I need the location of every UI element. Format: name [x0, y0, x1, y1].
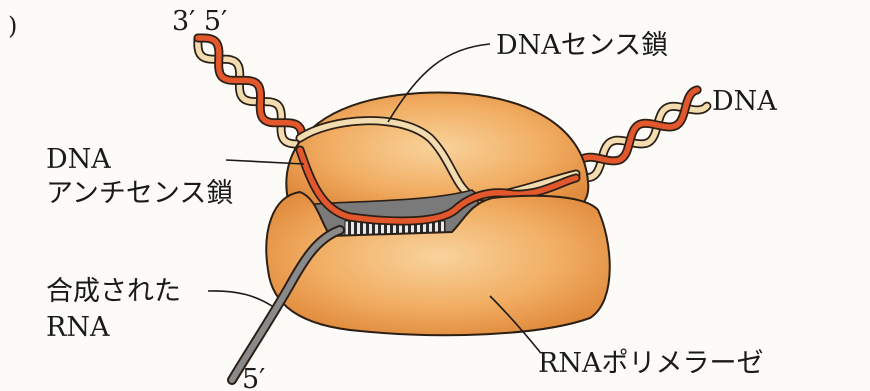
- dna-right-label: DNA: [712, 86, 777, 117]
- antisense-label-line1: DNA: [46, 144, 111, 175]
- polymerase-label: RNAポリメラーゼ: [538, 348, 763, 379]
- helix-left-antisense-outline: [198, 38, 302, 144]
- dna-helix-left: [198, 38, 302, 144]
- rna-end-label: 5′: [242, 364, 265, 391]
- helix-left-sense-outline: [198, 38, 302, 144]
- rna-leader: [208, 291, 272, 306]
- strand-ends-top-label: 3′ 5′: [172, 6, 227, 37]
- helix-left-antisense-strand: [198, 38, 302, 144]
- figure-tag: ): [8, 12, 17, 40]
- helix-left-sense-strand: [198, 38, 302, 144]
- dna-helix-right: [574, 90, 707, 178]
- rna-label-line1: 合成された: [46, 276, 181, 307]
- rna-label-line2: RNA: [46, 312, 110, 343]
- sense-strand-label: DNAセンス鎖: [496, 30, 668, 61]
- antisense-label-line2: アンチセンス鎖: [46, 178, 233, 209]
